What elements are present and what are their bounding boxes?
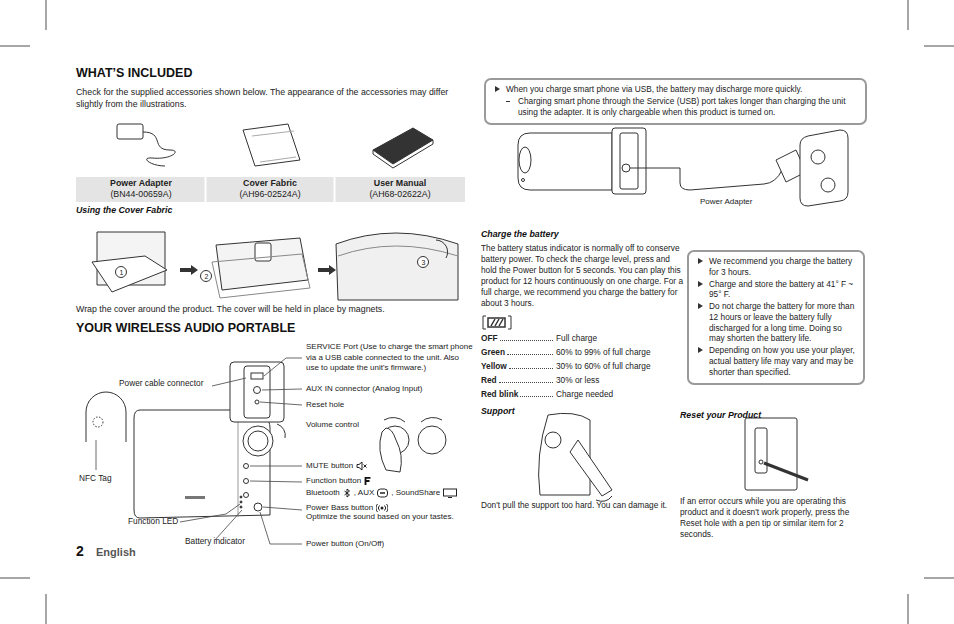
body-text: Wrap the cover around the product. The c… (76, 304, 385, 315)
icon (377, 488, 388, 498)
icon (356, 461, 367, 471)
note-text: Charge and store the battery at 41° F ~ … (709, 279, 853, 300)
note-text: When you charge smart phone via USB, the… (506, 84, 802, 94)
button-icon (364, 476, 372, 486)
body-text: Don't pull the support too hard. You can… (481, 500, 667, 510)
note-box: We recommend you charge the battery for … (687, 250, 865, 385)
note-text: Charging smart phone through the Service… (518, 96, 845, 117)
triangle-bullet (698, 303, 703, 309)
button-icon (376, 503, 388, 513)
indicator-meaning: 60% to 99% of full charge (556, 347, 651, 357)
label-row: Power Bass button (306, 503, 389, 513)
callout-number: 2 (201, 271, 212, 282)
table-cell: (AH68-02622A) (335, 189, 465, 201)
table-cell: Power Adapter (77, 178, 205, 190)
indicator-meaning: Charge needed (556, 389, 613, 399)
label-row: Function button (306, 476, 373, 486)
part-label: Reset hole (306, 400, 344, 410)
section-heading: YOUR WIRELESS AUDIO PORTABLE (76, 321, 295, 337)
note-item: When you charge smart phone via USB, the… (494, 84, 859, 95)
subheading: Using the Cover Fabric (76, 205, 172, 216)
section-heading: WHAT’S INCLUDED (76, 66, 192, 82)
part-label: Volume control (306, 420, 359, 430)
part-label: Battery indicator (185, 536, 245, 546)
note-item: Depending on how you use your player, ac… (697, 345, 857, 377)
indicator-state: Green (481, 347, 505, 357)
part-label: Function LED (128, 516, 178, 526)
triangle-bullet (698, 258, 703, 264)
indicator-state: Red blink (481, 389, 518, 399)
triangle-bullet (698, 347, 703, 353)
subheading: Support (481, 406, 515, 417)
indicator-meaning: 30% or less (556, 375, 599, 385)
triangle-bullet (698, 281, 703, 287)
subheading: Reset your Product (680, 410, 761, 421)
button-icon (377, 488, 388, 498)
label-row: Bluetooth , AUX , SoundShare (306, 488, 458, 498)
note-item: We recommend you charge the battery for … (697, 256, 857, 278)
indicator-state: Red (481, 375, 497, 385)
note-text: Do not charge the battery for more than … (709, 301, 854, 343)
part-label: Power Bass button (306, 503, 373, 513)
button-icon (356, 461, 367, 471)
note-text: Depending on how you use your player, ac… (709, 345, 855, 377)
dotted-leader (520, 396, 553, 397)
dotted-leader (499, 382, 553, 383)
indicator-meaning: 30% to 60% of full charge (556, 361, 651, 371)
callout-number: 1 (116, 267, 127, 278)
part-label: SERVICE Port (Use to charge the smart ph… (306, 342, 474, 374)
part-label: Bluetooth (306, 488, 340, 498)
part-label: Power button (On/Off) (306, 539, 384, 549)
indicator-state: Yellow (481, 361, 507, 371)
table-cell: Cover Fabric (206, 178, 334, 190)
table-cell: User Manual (335, 178, 465, 190)
part-label: , SoundShare (391, 488, 440, 498)
button-icon (343, 488, 351, 498)
button-icon (443, 488, 457, 498)
part-label: MUTE button (306, 461, 353, 471)
body-text: The battery status indicator is normally… (481, 243, 686, 309)
note-item: Charging smart phone through the Service… (494, 96, 859, 118)
dotted-leader (507, 354, 553, 355)
part-label: Optimize the sound based on your tastes. (306, 512, 454, 522)
dash-bullet (506, 101, 510, 102)
icon (376, 503, 388, 513)
part-label: Function button (306, 476, 361, 486)
part-label: , AUX (354, 488, 374, 498)
page-number: 2 (76, 543, 84, 561)
subheading: Charge the battery (481, 229, 559, 240)
part-label: NFC Tag (79, 473, 112, 483)
triangle-bullet (495, 86, 500, 92)
table-cell: (BN44-00659A) (77, 189, 205, 201)
icon (343, 488, 351, 498)
dotted-leader (500, 340, 553, 341)
dotted-leader (509, 368, 553, 369)
table-cell: (AH96-02524A) (206, 189, 334, 201)
icon (443, 488, 457, 498)
intro-text: Check for the supplied accessories shown… (76, 87, 466, 110)
icon (364, 476, 372, 486)
language-label: English (96, 546, 136, 560)
part-label: Power Adapter (700, 197, 752, 207)
callout-number: 3 (418, 257, 429, 268)
body-text: If an error occurs while you are operati… (680, 496, 872, 540)
note-text: We recommend you charge the battery for … (709, 256, 852, 277)
note-item: Do not charge the battery for more than … (697, 301, 857, 344)
part-label: Power cable connector (119, 378, 203, 388)
note-box: When you charge smart phone via USB, the… (484, 78, 867, 125)
part-label: AUX IN connector (Analog Input) (306, 384, 423, 394)
indicator-state: OFF (481, 333, 498, 343)
label-row: MUTE button (306, 461, 368, 471)
indicator-meaning: Full charge (556, 333, 597, 343)
note-item: Charge and store the battery at 41° F ~ … (697, 279, 857, 301)
